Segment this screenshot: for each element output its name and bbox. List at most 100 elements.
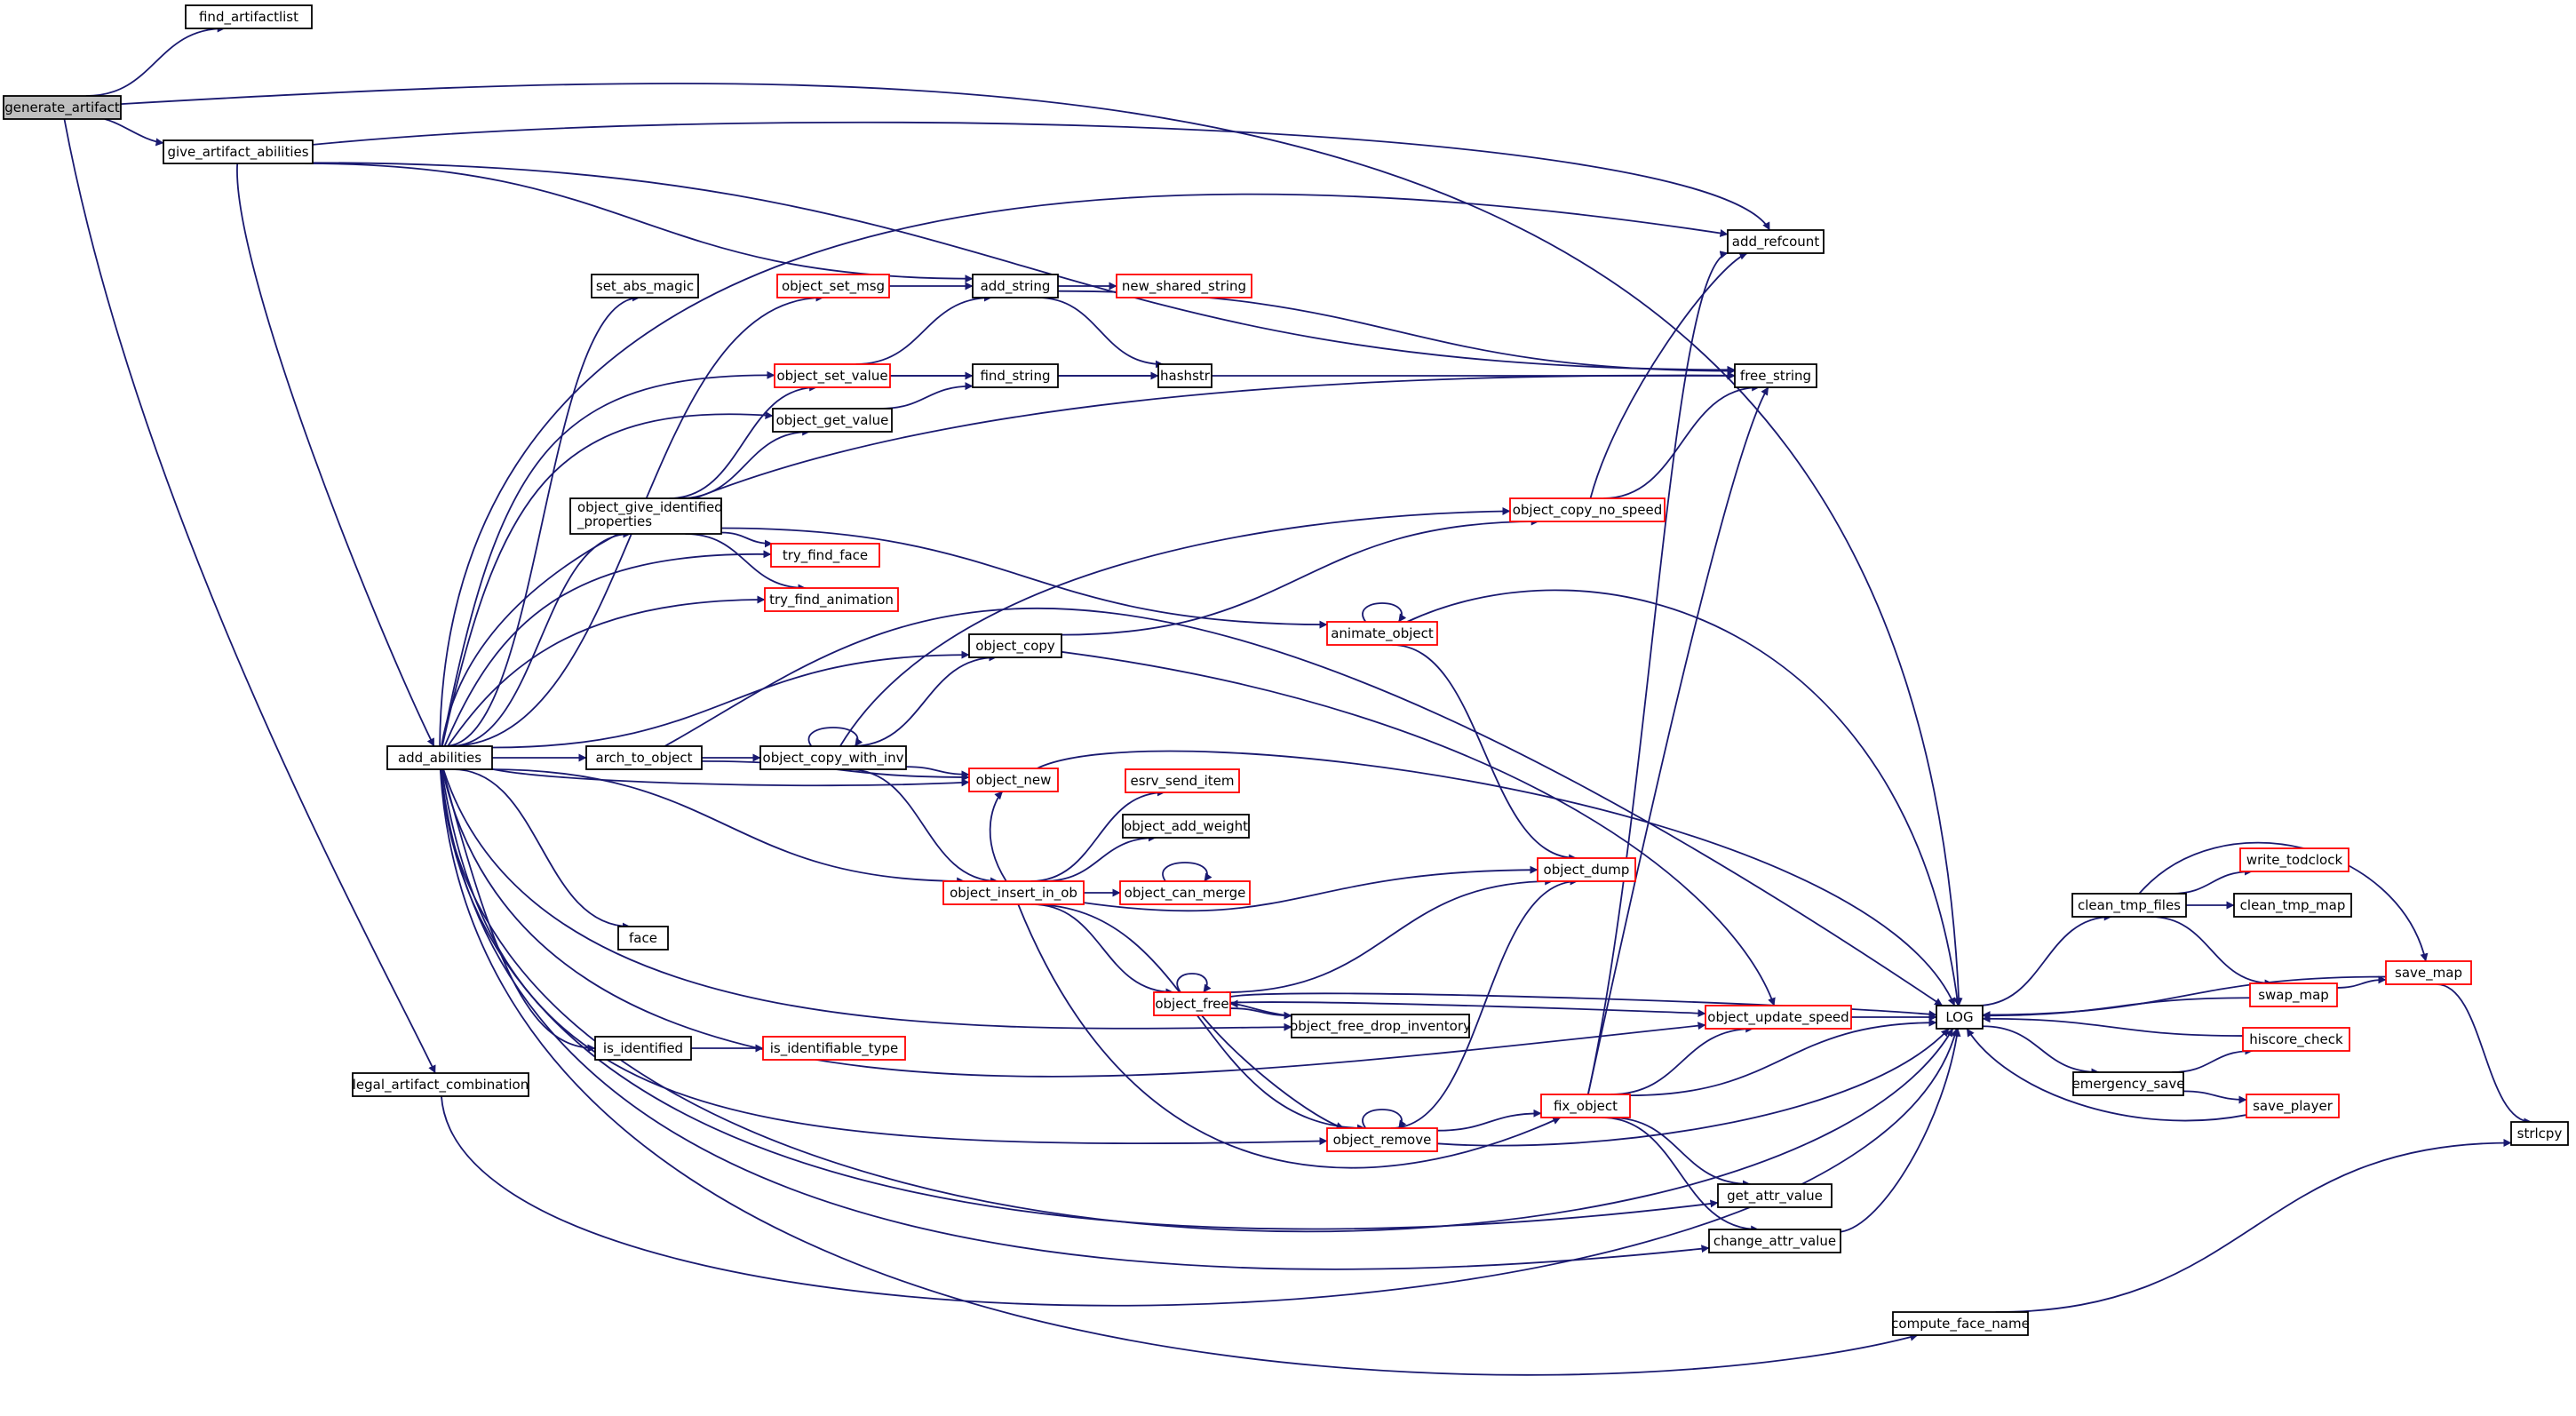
node-label: object_free [1155, 996, 1228, 1013]
node-box [770, 543, 880, 568]
node-find-artifactlist[interactable]: find_artifactlist [185, 4, 313, 29]
node-save-map[interactable]: save_map [2385, 960, 2472, 985]
edge-give_artifact_abilities-to-add_string [305, 163, 974, 283]
node-box [1509, 497, 1666, 522]
edge-add_abilities-to-face [452, 768, 631, 931]
node-fix-object[interactable]: fix_object [1540, 1094, 1631, 1118]
node-object-remove[interactable]: object_remove [1326, 1127, 1438, 1152]
node-object-copy-no-speed[interactable]: object_copy_no_speed [1509, 497, 1666, 522]
node-clean-tmp-files[interactable]: clean_tmp_files [2071, 893, 2187, 918]
node-label: hiscore_check [2249, 1031, 2343, 1048]
node-find-string[interactable]: find_string [972, 363, 1059, 388]
node-try-find-animation[interactable]: try_find_animation [764, 587, 899, 612]
edge-add_abilities-to-object_insert_in_ob [489, 768, 966, 886]
node-free-string[interactable]: free_string [1734, 363, 1817, 388]
edge-swap_map-to-save_map [2336, 975, 2387, 989]
node-box [762, 1036, 906, 1061]
node-give-artifact-abilities[interactable]: give_artifact_abilities [163, 139, 314, 164]
node-face[interactable]: face [617, 926, 669, 951]
node-box [1157, 363, 1212, 388]
edge-add_abilities-to-free_string [441, 371, 1736, 747]
node-compute-face-name[interactable]: compute_face_name [1891, 1311, 2030, 1336]
node-label: object_new [976, 772, 1052, 789]
node-object-update-speed[interactable]: object_update_speed [1705, 1005, 1852, 1030]
node-object-insert-in-ob[interactable]: object_insert_in_ob [942, 880, 1085, 905]
node-hiscore-check[interactable]: hiscore_check [2242, 1027, 2350, 1052]
node-object-copy-with-inv[interactable]: object_copy_with_inv [759, 745, 907, 770]
edge-object_copy_with_inv-to-object_insert_in_ob [848, 768, 999, 886]
edge-object_copy-to-object_copy_no_speed [1061, 517, 1539, 636]
node-animate-object[interactable]: animate_object [1326, 621, 1438, 646]
node-box [2242, 1027, 2350, 1052]
edge-object_remove-to-object_remove [1362, 1109, 1407, 1129]
node-object-set-msg[interactable]: object_set_msg [776, 274, 890, 298]
node-swap-map[interactable]: swap_map [2249, 982, 2338, 1007]
node-new-shared-string[interactable]: new_shared_string [1116, 274, 1252, 298]
node-box [1537, 857, 1636, 882]
node-clean-tmp-map[interactable]: clean_tmp_map [2233, 893, 2352, 918]
edge-add_abilities-to-object_update_speed [441, 768, 1706, 1078]
node-object-set-value[interactable]: object_set_value [774, 363, 891, 388]
node-hashstr[interactable]: hashstr [1157, 363, 1212, 388]
edge-object_insert_in_ob-to-object_remove [1030, 903, 1366, 1133]
node-box [968, 633, 1062, 658]
node-write-todclock[interactable]: write_todclock [2239, 847, 2349, 872]
node-emergency-save[interactable]: emergency_save [2072, 1071, 2185, 1096]
edge-give_artifact_abilities-to-add_refcount [312, 121, 1770, 231]
node-object-new[interactable]: object_new [968, 768, 1059, 792]
node-label: get_attr_value [1727, 1188, 1823, 1205]
edge-give_artifact_abilities-to-free_string [312, 162, 1736, 374]
node-object-free[interactable]: object_free [1153, 991, 1231, 1016]
node-add-abilities[interactable]: add_abilities [386, 745, 493, 770]
node-label: object_give_identified [577, 499, 723, 516]
edge-object_can_merge-to-object_can_merge [1162, 862, 1212, 882]
node-box [972, 274, 1059, 298]
node-add-string[interactable]: add_string [972, 274, 1059, 298]
edge-object_free_drop_inventory-to-object_free [1229, 999, 1292, 1017]
node-label: object_copy_no_speed [1513, 502, 1663, 519]
node-save-player[interactable]: save_player [2246, 1094, 2340, 1118]
node-label: add_abilities [398, 750, 481, 767]
node-add-refcount[interactable]: add_refcount [1727, 229, 1825, 254]
node-label: compute_face_name [1891, 1316, 2030, 1332]
node-label: clean_tmp_files [2078, 897, 2181, 914]
node-object-dump[interactable]: object_dump [1537, 857, 1636, 882]
node-change-attr-value[interactable]: change_attr_value [1708, 1229, 1841, 1253]
node-box [594, 1036, 692, 1061]
node-label: fix_object [1554, 1098, 1618, 1115]
edge-fix_object-to-LOG [1629, 1018, 1937, 1097]
node-object-copy[interactable]: object_copy [968, 633, 1062, 658]
node-box [1291, 1014, 1470, 1038]
node-box [942, 880, 1085, 905]
edge-add_abilities-to-add_refcount [439, 193, 1729, 747]
edge-generate_artifact-to-give_artifact_abilities [104, 118, 164, 147]
node-generate-artifact[interactable]: generate_artifact [3, 95, 122, 120]
node-esrv-send-item[interactable]: esrv_send_item [1125, 768, 1240, 793]
node-LOG[interactable]: LOG [1936, 1005, 1984, 1030]
node-box [1326, 621, 1438, 646]
node-arch-to-object[interactable]: arch_to_object [585, 745, 703, 770]
node-try-find-face[interactable]: try_find_face [770, 543, 880, 568]
node-box [2510, 1121, 2569, 1146]
node-box [3, 95, 122, 120]
node-object-free-drop-inventory[interactable]: object_free_drop_inventory [1290, 1014, 1471, 1038]
node-is-identifiable-type[interactable]: is_identifiable_type [762, 1036, 906, 1061]
node-box [1708, 1229, 1841, 1253]
edge-give_artifact_abilities-to-add_abilities [236, 163, 435, 747]
edge-add_abilities-to-get_attr_value [440, 768, 1719, 1230]
node-strlcpy[interactable]: strlcpy [2510, 1121, 2569, 1146]
node-is-identified[interactable]: is_identified [594, 1036, 692, 1061]
edge-object_copy_with_inv-to-object_new [905, 766, 970, 779]
node-object-get-value[interactable]: object_get_value [772, 408, 893, 433]
node-legal-artifact-combination[interactable]: legal_artifact_combination [352, 1072, 529, 1097]
edge-object_give_identified_properties-to-try_find_animation [685, 533, 807, 593]
node-object-can-merge[interactable]: object_can_merge [1119, 880, 1251, 905]
node-get-attr-value[interactable]: get_attr_value [1717, 1183, 1833, 1208]
node-object-add-weight[interactable]: object_add_weight [1122, 814, 1250, 839]
node-set-abs-magic[interactable]: set_abs_magic [591, 274, 699, 298]
edge-add_abilities-to-object_free_drop_inventory [442, 768, 1292, 1031]
node-label: try_find_face [783, 547, 868, 564]
node-object-give-identified-properties[interactable]: object_give_identified_properties [569, 497, 723, 535]
node-box [1326, 1127, 1438, 1152]
edge-object_free-to-object_dump [1226, 877, 1554, 993]
